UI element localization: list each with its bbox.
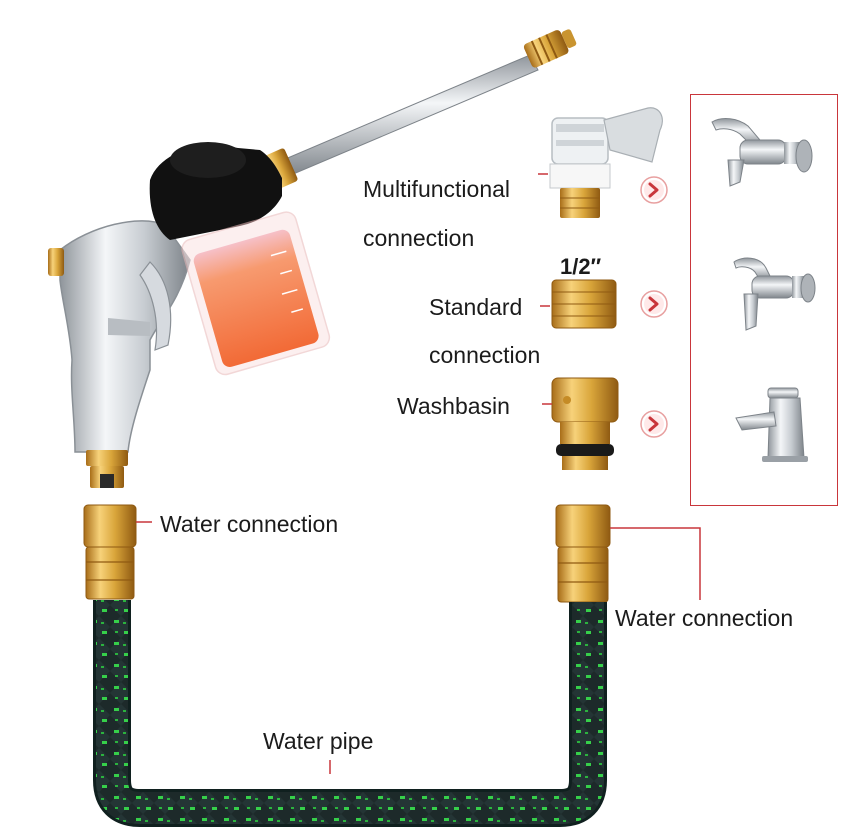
label-half-inch: 1/2″ [560,254,602,279]
label-water-pipe: Water pipe [263,728,374,754]
basin-faucet-icon [735,387,808,462]
label-multifunctional-connection: connection [363,225,475,251]
tap-faucet-icon [733,257,816,331]
faucet-options-frame [690,94,838,506]
leader-lines [136,173,701,774]
multifunctional-adapter-icon [549,107,663,218]
spray-gun-icon [48,29,577,488]
brass-fitting-icon [555,504,611,603]
chevron-right-circle-icon [640,290,668,318]
label-washbasin: Washbasin [397,393,510,419]
quick-connector-icon [86,450,128,488]
label-multifunctional: Multifunctional [363,176,511,202]
braided-hose-icon [93,600,607,827]
chevron-right-circle-icon [640,410,668,438]
standard-adapter-icon [551,279,617,329]
washbasin-adapter-icon [551,377,619,470]
label-water-connection-right: Water connection [615,605,794,631]
brass-fitting-icon [83,504,137,600]
label-standard: Standard [429,294,523,320]
chevron-right-circle-icon [640,176,668,204]
wall-faucet-icon [711,118,813,187]
label-water-connection-left: Water connection [160,511,339,537]
label-standard-connection: connection [429,342,541,368]
